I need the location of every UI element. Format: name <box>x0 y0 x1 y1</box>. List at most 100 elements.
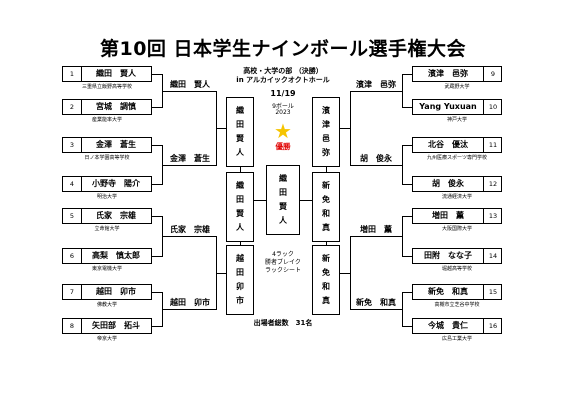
player-box: 8 矢田部 拓斗 <box>62 318 152 334</box>
participant-count: 出場者総数 31名 <box>253 319 313 327</box>
name-char: 免 <box>322 195 330 204</box>
player-box: 9 濱津 邑弥 <box>412 66 502 82</box>
bracket-line <box>326 242 327 245</box>
bracket-line <box>350 236 402 237</box>
player-name: 金澤 蒼生 <box>96 140 136 149</box>
star-icon: ★ <box>274 119 292 143</box>
right-final-box-text: 新免和真 <box>313 173 339 235</box>
bracket-line <box>350 236 351 310</box>
school-name: 産業能率大学 <box>91 117 122 123</box>
seed-number: 8 <box>63 319 82 333</box>
bracket-line <box>402 145 403 185</box>
right-semi-box: 新免和真 <box>312 245 340 315</box>
name-char: 賢 <box>236 209 244 218</box>
left-semi-box: 越田卯市 <box>226 245 254 315</box>
left-final-box-text: 織田賢人 <box>227 173 253 235</box>
bracket-line <box>300 200 312 201</box>
bracket-line <box>152 184 162 185</box>
name-char: 田 <box>279 188 287 197</box>
player-name: 濱津 邑弥 <box>428 69 468 78</box>
seed-number: 12 <box>483 177 502 191</box>
bracket-line <box>162 91 216 92</box>
bracket-line <box>152 107 162 108</box>
bracket-line <box>402 74 403 108</box>
school-name: 三重県立飯野高等学校 <box>81 84 132 90</box>
champion-box: 織田賢人 <box>266 165 300 235</box>
seed-number: 10 <box>483 100 502 114</box>
name-char: 新 <box>322 181 330 190</box>
seed-number: 9 <box>483 67 502 81</box>
name-char: 賢 <box>279 202 287 211</box>
bracket-line <box>402 74 412 75</box>
name-char: 邑 <box>322 134 330 143</box>
right-semi-box-text: 濱津邑弥 <box>313 98 339 160</box>
round1-winner: 金澤 蒼生 <box>164 154 216 164</box>
bracket-line <box>402 292 403 327</box>
seed-number: 13 <box>483 209 502 223</box>
name-char: 織 <box>236 181 244 190</box>
right-final-box: 新免和真 <box>312 172 340 242</box>
player-name: 織田 賢人 <box>96 69 136 78</box>
name-char: 真 <box>322 223 330 232</box>
bracket-line <box>216 273 226 274</box>
rule-line: ラックシート <box>264 267 301 274</box>
seed-number: 14 <box>483 249 502 263</box>
bracket-line <box>326 167 327 172</box>
school-name: 堀越高等学校 <box>441 266 472 272</box>
champion-box-text: 織田賢人 <box>267 166 299 228</box>
player-name: 小野寺 陽介 <box>92 179 140 188</box>
player-box: 3 金澤 蒼生 <box>62 137 152 153</box>
bracket-line <box>402 216 403 257</box>
bracket-line <box>240 167 241 172</box>
player-name: 宮城 調慎 <box>96 102 136 111</box>
name-char: 和 <box>322 209 330 218</box>
name-char: 免 <box>322 268 330 277</box>
bracket-line <box>152 256 162 257</box>
seed-number: 3 <box>63 138 82 152</box>
name-char: 賢 <box>236 134 244 143</box>
player-name: 今城 貴仁 <box>428 321 468 330</box>
name-char: 人 <box>279 216 287 225</box>
left-final-box: 織田賢人 <box>226 172 254 242</box>
name-char: 和 <box>322 282 330 291</box>
bracket-line <box>402 292 412 293</box>
rule-line: 4ラック <box>272 251 294 258</box>
school-name: 明治大学 <box>96 194 117 200</box>
round1-winner: 増田 薫 <box>350 225 402 235</box>
school-name: 日ノ本学園高等学校 <box>84 155 130 161</box>
right-semi-box-text: 新免和真 <box>313 246 339 308</box>
bracket-line <box>254 200 266 201</box>
school-name: 九州医療スポーツ専門学校 <box>427 155 487 161</box>
round1-winner: 濱津 邑弥 <box>350 80 402 90</box>
name-char: 市 <box>236 296 244 305</box>
bracket-line <box>216 128 226 129</box>
player-name: 新免 和真 <box>428 287 468 296</box>
name-char: 濱 <box>322 106 330 115</box>
seed-number: 6 <box>63 249 82 263</box>
player-name: 氏家 宗雄 <box>96 211 136 220</box>
bracket-line <box>402 107 412 108</box>
venue-label: in アルカイックオクトホール <box>236 76 330 84</box>
seed-number: 2 <box>63 100 82 114</box>
name-char: 人 <box>236 223 244 232</box>
school-name: 流通経済大学 <box>441 194 472 200</box>
name-char: 真 <box>322 296 330 305</box>
left-semi-box-text: 越田卯市 <box>227 246 253 308</box>
player-name: 矢田部 拓斗 <box>92 321 140 330</box>
bracket-line <box>152 216 162 217</box>
left-semi-box: 織田賢人 <box>226 97 254 167</box>
name-char: 卯 <box>236 282 244 291</box>
school-name: 帝京大学 <box>96 336 117 342</box>
date-label: 11/19 <box>270 89 296 98</box>
bracket-line <box>340 128 350 129</box>
bracket-line <box>402 256 412 257</box>
seed-number: 4 <box>63 177 82 191</box>
bracket-line <box>162 309 216 310</box>
